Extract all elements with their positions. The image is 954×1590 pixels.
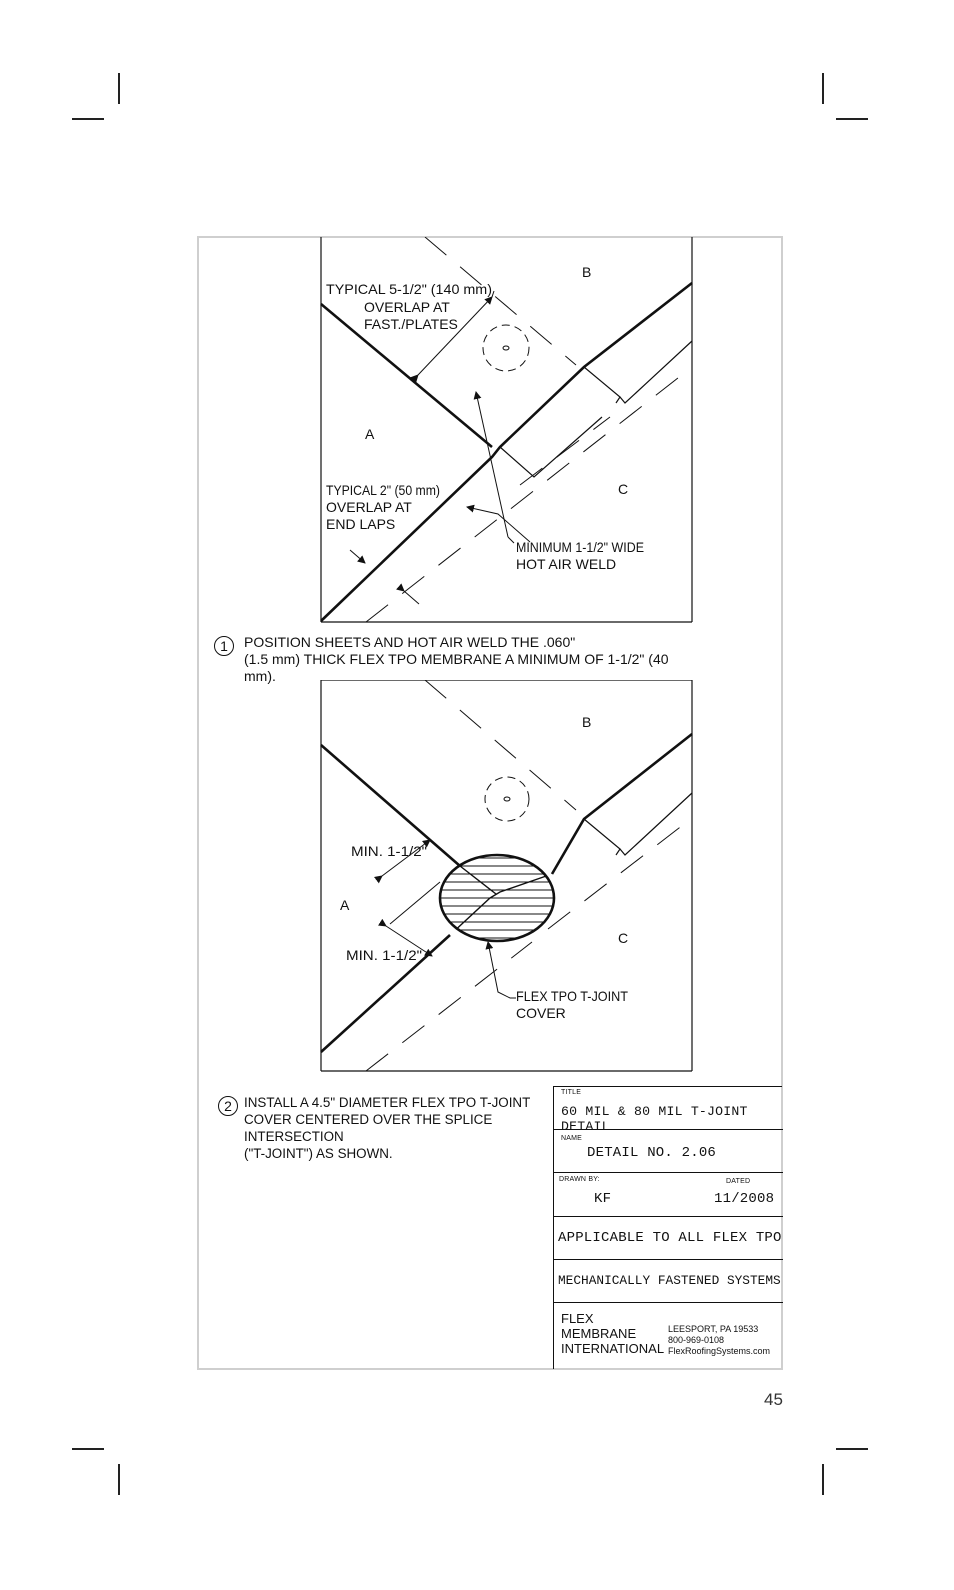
hidden-edges [365, 680, 693, 1072]
detail-diagram-2: B A C MIN. 1-1/2" MIN. 1-1/2" FLEX TPO T… [320, 680, 693, 1072]
label-sheet-b: B [582, 714, 591, 730]
crop-mark [836, 1448, 868, 1450]
dimension-lines [374, 839, 516, 999]
step-number-2: 2 [218, 1096, 238, 1116]
callout-end-lap-line3: END LAPS [326, 516, 395, 532]
callout-min-top: MIN. 1-1/2" [351, 843, 427, 859]
crop-mark [72, 118, 104, 120]
callout-end-lap-line2: OVERLAP AT [326, 499, 412, 515]
title-block: TITLE 60 MIL & 80 MIL T-JOINT DETAIL NAM… [553, 1086, 783, 1370]
name-row: NAME DETAIL NO. 2.06 [554, 1130, 783, 1173]
crop-mark [118, 73, 120, 104]
title-row: TITLE 60 MIL & 80 MIL T-JOINT DETAIL [554, 1087, 783, 1134]
drawn-by-value: KF [594, 1191, 612, 1207]
callout-end-lap-line1: TYPICAL 2" (50 mm) [326, 482, 440, 498]
title-label: TITLE [561, 1089, 582, 1096]
applicable-row: APPLICABLE TO ALL FLEX TPO [554, 1217, 783, 1260]
systems-row: MECHANICALLY FASTENED SYSTEMS [554, 1260, 783, 1303]
hidden-edges [365, 237, 693, 623]
callout-weld-line2: HOT AIR WELD [516, 556, 616, 572]
label-sheet-b: B [582, 264, 591, 280]
lap-step-detail [583, 792, 693, 856]
label-sheet-c: C [618, 930, 628, 946]
callout-overlap-fast-line3: FAST./PLATES [364, 316, 458, 332]
crop-mark [118, 1464, 120, 1495]
systems-text: MECHANICALLY FASTENED SYSTEMS [558, 1273, 781, 1288]
diagram-box [320, 237, 693, 623]
step-number-1: 1 [214, 636, 234, 656]
callout-overlap-fast-line1: TYPICAL 5-1/2" (140 mm) [326, 281, 492, 297]
dated-label: DATED [726, 1178, 751, 1185]
step-1-text: POSITION SHEETS AND HOT AIR WELD THE .06… [244, 634, 669, 684]
callout-cover-line2: COVER [516, 1005, 566, 1021]
dimension-lines [349, 290, 531, 605]
crop-mark [822, 73, 824, 104]
page-frame [197, 236, 783, 1370]
lap-step-detail [499, 340, 693, 478]
label-sheet-a: A [340, 897, 350, 913]
applicable-text: APPLICABLE TO ALL FLEX TPO [558, 1230, 782, 1246]
name-label: NAME [561, 1135, 583, 1142]
drawn-row: DRAWN BY: KF DATED 11/2008 [554, 1173, 783, 1217]
label-sheet-c: C [618, 481, 628, 497]
callout-min-bottom: MIN. 1-1/2" [346, 947, 422, 963]
callout-overlap-fast-line2: OVERLAP AT [364, 299, 450, 315]
detail-diagram-1: B A C TYPICAL 5-1/2" (140 mm) OVERLAP AT… [320, 237, 693, 623]
callout-weld-line1: MINIMUM 1-1/2" WIDE [516, 539, 644, 555]
crop-mark [836, 118, 868, 120]
page-number: 45 [764, 1390, 783, 1409]
fastener-plate-icon [484, 776, 530, 822]
detail-number: DETAIL NO. 2.06 [587, 1145, 717, 1161]
drawn-by-label: DRAWN BY: [559, 1176, 600, 1183]
drawing-title: 60 MIL & 80 MIL T-JOINT DETAIL [561, 1104, 748, 1134]
crop-mark [822, 1464, 824, 1495]
step-2-text: INSTALL A 4.5" DIAMETER FLEX TPO T-JOINT… [244, 1095, 531, 1161]
company-address: LEESPORT, PA 19533 800-969-0108 FlexRoof… [668, 1324, 771, 1356]
company-row: FLEX MEMBRANE INTERNATIONAL LEESPORT, PA… [554, 1303, 783, 1370]
fastener-plate-icon [482, 324, 530, 372]
crop-mark [72, 1448, 104, 1450]
callout-cover-line1: FLEX TPO T-JOINT [516, 988, 628, 1004]
company-name: FLEX MEMBRANE INTERNATIONAL [561, 1311, 665, 1356]
label-sheet-a: A [365, 426, 375, 442]
t-joint-cover [438, 853, 556, 943]
sheet-edges [320, 732, 693, 1053]
dated-value: 11/2008 [714, 1191, 775, 1207]
diagram-box [320, 680, 693, 1072]
